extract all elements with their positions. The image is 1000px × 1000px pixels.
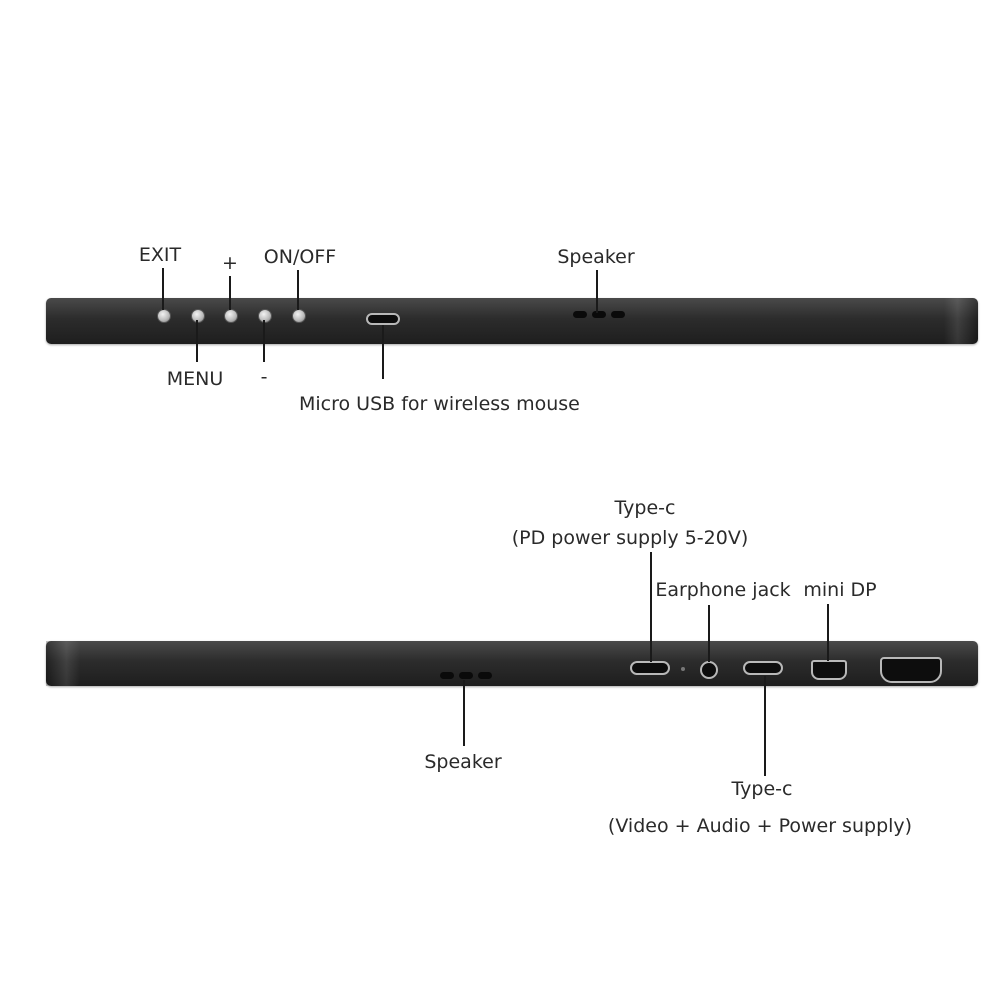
label-type-c-video-line2: (Video + Audio + Power supply)	[607, 815, 913, 837]
monitor-top-edge	[46, 298, 978, 344]
label-mini-dp: mini DP	[803, 579, 877, 601]
speaker-grille	[440, 672, 454, 679]
leader-line-minus	[263, 320, 265, 362]
label-speaker-bottom: Speaker	[424, 751, 502, 773]
hdmi-port[interactable]	[880, 657, 942, 683]
label-minus: -	[260, 366, 268, 388]
speaker-grille	[478, 672, 492, 679]
leader-line-on-off	[297, 270, 299, 310]
leader-line-speaker-top	[596, 270, 598, 313]
type-c-power-port[interactable]	[630, 661, 670, 675]
earphone-jack-port[interactable]	[700, 661, 718, 679]
label-on-off: ON/OFF	[263, 246, 337, 268]
leader-line-exit	[162, 268, 164, 310]
mini-dp-port[interactable]	[811, 660, 847, 680]
leader-line-mini-dp	[827, 604, 829, 661]
label-type-c-power-line1: Type-c	[614, 497, 676, 519]
speaker-grille	[573, 311, 587, 318]
indicator-led	[681, 667, 685, 671]
power-button[interactable]	[292, 309, 306, 323]
type-c-video-port[interactable]	[743, 661, 783, 675]
label-type-c-video-line1: Type-c	[731, 778, 793, 800]
speaker-grille	[611, 311, 625, 318]
label-menu: MENU	[166, 368, 224, 390]
leader-line-micro-usb	[382, 325, 384, 379]
leader-line-type-c-power	[650, 552, 652, 662]
label-exit: EXIT	[138, 244, 182, 266]
label-earphone-jack: Earphone jack	[655, 579, 791, 601]
menu-button[interactable]	[191, 309, 205, 323]
leader-line-menu	[196, 320, 198, 362]
exit-button[interactable]	[157, 309, 171, 323]
label-speaker-top: Speaker	[557, 246, 635, 268]
speaker-grille	[592, 311, 606, 318]
micro-usb-port[interactable]	[366, 313, 400, 325]
speaker-grille	[459, 672, 473, 679]
leader-line-type-c-video	[764, 676, 766, 776]
leader-line-earphone-jack	[708, 605, 710, 662]
leader-line-plus	[229, 276, 231, 310]
leader-line-speaker-bottom	[463, 680, 465, 746]
label-type-c-power-line2: (PD power supply 5-20V)	[511, 527, 749, 549]
minus-button[interactable]	[258, 309, 272, 323]
label-plus: +	[222, 252, 238, 274]
plus-button[interactable]	[224, 309, 238, 323]
label-micro-usb: Micro USB for wireless mouse	[299, 393, 580, 415]
